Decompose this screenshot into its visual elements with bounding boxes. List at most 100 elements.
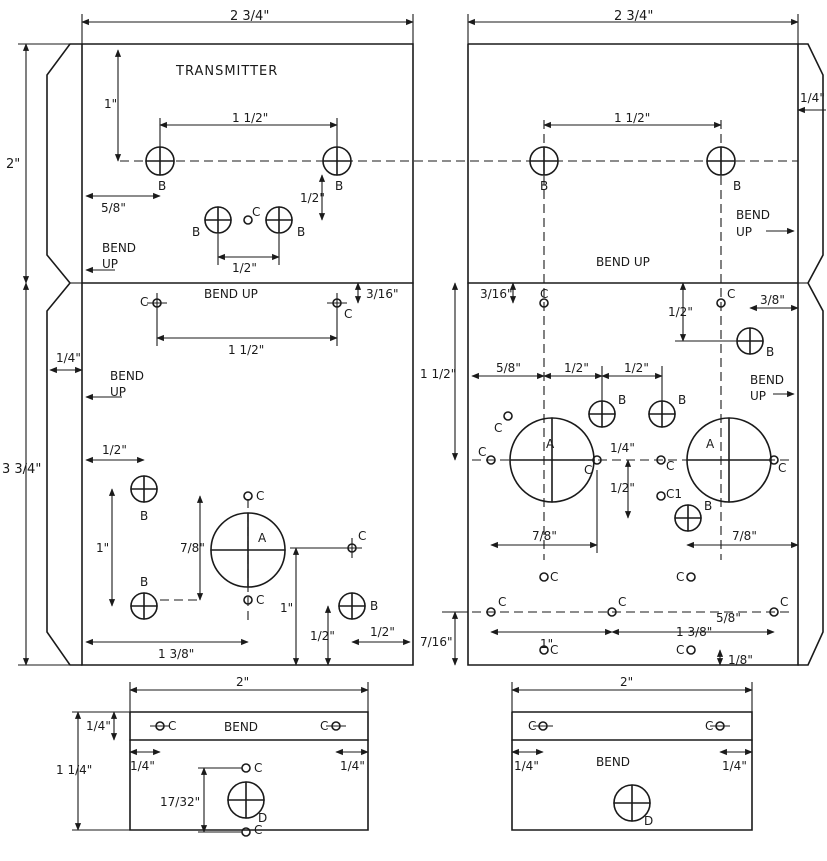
hole-label: C	[528, 719, 536, 733]
hole-label: A	[706, 437, 715, 451]
hole-b	[145, 146, 175, 176]
bend-label: UP	[736, 225, 752, 239]
hole-c	[150, 721, 170, 731]
drawing-title: TRANSMITTER	[175, 64, 278, 79]
hole-c	[326, 721, 346, 731]
dim-label: 1/8"	[728, 653, 753, 667]
dim-label: 1"	[104, 97, 117, 111]
hole-label: B	[335, 179, 343, 193]
dim-label: 1/4"	[514, 759, 539, 773]
hole-b	[265, 206, 293, 234]
hole-c	[769, 455, 779, 465]
dim-label: 17/32"	[160, 795, 200, 809]
right-panel	[467, 43, 824, 666]
dim-label: 2"	[620, 675, 633, 689]
hole-c	[539, 572, 549, 582]
hole-label: B	[618, 393, 626, 407]
hole-c	[342, 538, 362, 558]
dim-label: 1/4"	[56, 351, 81, 365]
hole-label: C	[780, 595, 788, 609]
dim-label: 2"	[236, 675, 249, 689]
hole-c	[241, 763, 251, 773]
hole-label: C	[256, 593, 264, 607]
dim-label: 1/4"	[130, 759, 155, 773]
hole-label: C	[618, 595, 626, 609]
bend-label: BEND	[596, 755, 630, 769]
hole-label: B	[733, 179, 741, 193]
hole-b	[674, 504, 702, 532]
dim-label: 2 3/4"	[230, 9, 269, 24]
hole-label: C	[705, 719, 713, 733]
hole-label: C	[140, 295, 148, 309]
hole-label: C	[168, 719, 176, 733]
hole-label: B	[192, 225, 200, 239]
dim-label: 7/16"	[420, 635, 452, 649]
hole-b	[736, 327, 764, 355]
hole-label: C	[676, 570, 684, 584]
bend-label: BEND	[736, 208, 770, 222]
dim-label: 1/4"	[722, 759, 747, 773]
dim-label: 1 1/2"	[232, 111, 268, 125]
hole-c	[327, 293, 347, 313]
bottom-left-plate	[129, 711, 369, 831]
hole-label: C	[550, 570, 558, 584]
hole-b	[706, 146, 736, 176]
hole-label: C	[320, 719, 328, 733]
dim-label: 1/2"	[310, 629, 335, 643]
hole-c	[147, 293, 167, 313]
hole-c	[503, 411, 513, 421]
hole-d	[227, 781, 265, 819]
bend-label: BEND UP	[596, 255, 650, 269]
dim-label: 5/8"	[716, 611, 741, 625]
dim-label: 1"	[540, 637, 553, 651]
hole-label: C	[254, 761, 262, 775]
holes	[130, 146, 779, 837]
hole-label: C	[494, 421, 502, 435]
hole-label: C	[540, 287, 548, 301]
dim-label: 1 3/8"	[676, 625, 712, 639]
hole-label: B	[766, 345, 774, 359]
hole-c	[716, 298, 726, 308]
dim-label: 1/2"	[232, 261, 257, 275]
hole-c	[769, 607, 779, 617]
hole-label: B	[158, 179, 166, 193]
hole-c	[656, 491, 666, 501]
hole-c	[243, 215, 253, 225]
dim-label: 1 1/2"	[228, 343, 264, 357]
bend-label: BEND UP	[204, 287, 258, 301]
bend-label: UP	[102, 257, 118, 271]
dim-label: 1/4"	[340, 759, 365, 773]
dim-label: 1/4"	[610, 441, 635, 455]
hole-label: C	[778, 461, 786, 475]
hole-label: C1	[666, 487, 682, 501]
dim-label: 3/16"	[480, 287, 512, 301]
hole-b	[204, 206, 232, 234]
hole-b	[130, 592, 158, 620]
hole-d	[613, 784, 651, 822]
hole-label: C	[550, 643, 558, 657]
hole-label: C	[344, 307, 352, 321]
bend-label: BEND	[224, 720, 258, 734]
hole-a	[210, 512, 286, 588]
hole-label: D	[258, 811, 267, 825]
hole-c	[686, 645, 696, 655]
hole-b	[130, 475, 158, 503]
dim-label: 1 1/2"	[420, 367, 456, 381]
hole-a	[686, 417, 772, 503]
hole-c	[486, 607, 496, 617]
hole-label: C	[498, 595, 506, 609]
dim-label: 3/16"	[366, 287, 398, 301]
dim-label: 3 3/4"	[2, 462, 41, 477]
hole-label: B	[704, 499, 712, 513]
hole-label: C	[254, 823, 262, 837]
hole-label: C	[666, 459, 674, 473]
hole-b	[588, 400, 616, 428]
hole-b	[338, 592, 366, 620]
hole-c	[486, 455, 496, 465]
hole-c	[243, 491, 253, 501]
hole-label: B	[678, 393, 686, 407]
hole-label: C	[252, 205, 260, 219]
right-side-flange	[797, 43, 824, 666]
dimension-lines	[18, 14, 826, 833]
dim-label: 5/8"	[496, 361, 521, 375]
